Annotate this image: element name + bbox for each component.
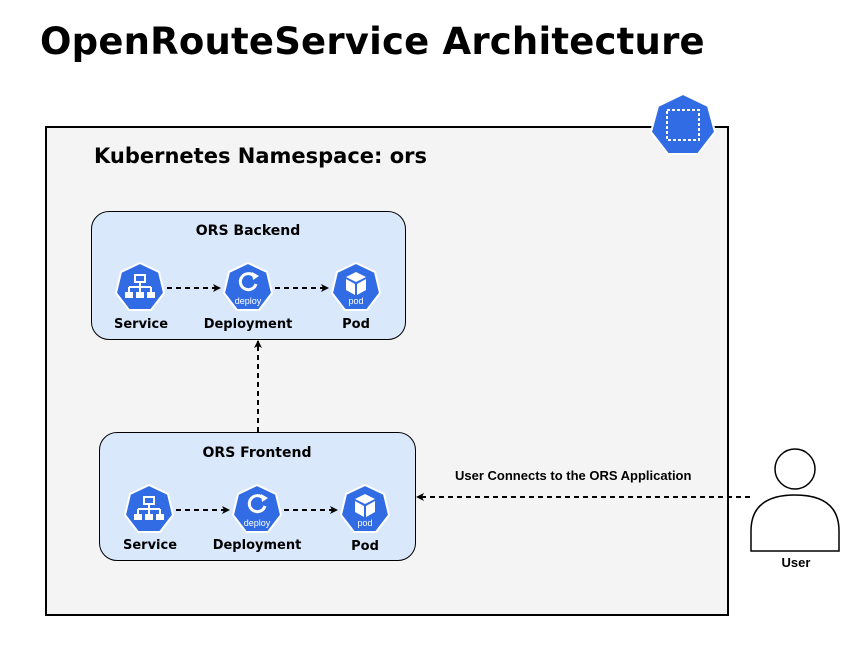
- kubernetes-namespace-icon: [648, 92, 718, 160]
- frontend-deployment-icon-text: deploy: [244, 518, 271, 528]
- ors-frontend-title: ORS Frontend: [202, 445, 312, 461]
- page-title: OpenRouteService Architecture: [40, 20, 705, 63]
- backend-deployment-label: Deployment: [203, 317, 293, 332]
- backend-pod-icon: pod: [330, 262, 382, 314]
- backend-pod-label: Pod: [342, 317, 370, 332]
- frontend-service-label: Service: [122, 538, 178, 553]
- frontend-pod-icon-text: pod: [357, 518, 372, 528]
- backend-service-label: Service: [113, 317, 169, 332]
- namespace-title: Kubernetes Namespace: ors: [94, 144, 428, 168]
- frontend-service-icon: [123, 484, 175, 536]
- user-icon: [746, 447, 844, 553]
- frontend-deployment-icon: deploy: [231, 484, 283, 536]
- user-connection-label: User Connects to the ORS Application: [455, 468, 692, 483]
- backend-deployment-icon-text: deploy: [235, 296, 262, 306]
- frontend-pod-icon: pod: [339, 484, 391, 536]
- backend-deployment-icon: deploy: [222, 262, 274, 314]
- backend-pod-icon-text: pod: [348, 296, 363, 306]
- frontend-deployment-label: Deployment: [212, 538, 302, 553]
- ors-backend-title: ORS Backend: [195, 223, 301, 239]
- user-label: User: [781, 555, 811, 570]
- backend-service-icon: [114, 262, 166, 314]
- frontend-pod-label: Pod: [351, 539, 379, 554]
